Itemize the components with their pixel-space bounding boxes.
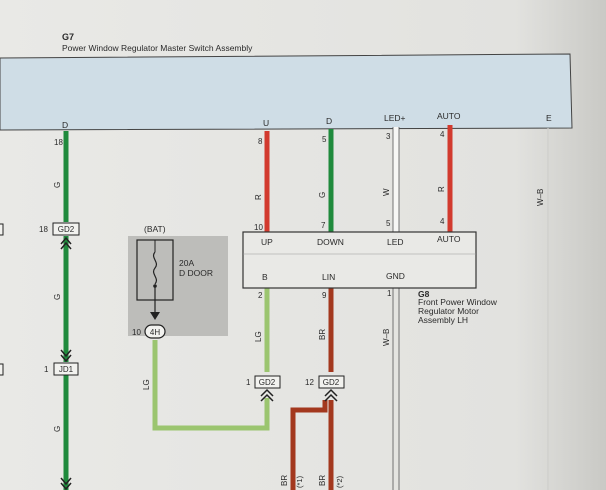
offpage-connector-lower (0, 363, 4, 376)
component-code-g7: G7 (62, 32, 74, 42)
motor-pin-gnd: GND (386, 271, 405, 281)
component-code-g8: G8 (418, 289, 430, 299)
connector-jd1-box (53, 362, 79, 376)
pin-number-4-low: 4 (440, 217, 445, 226)
connector-gd2-left-label: GD2 (58, 225, 75, 234)
pin-number-4-top: 4 (440, 130, 445, 139)
pin-number-8: 8 (258, 137, 263, 146)
pin-number-3: 3 (386, 132, 391, 141)
pin-number-5-low: 5 (386, 219, 391, 228)
fuse-source: (BAT) (144, 224, 166, 234)
motor-pin-up: UP (261, 237, 273, 247)
wire-label-lg-fuse: LG (142, 379, 151, 390)
wire-label-br-bottom-1: BR (280, 475, 289, 486)
pin-label-led-plus: LED+ (384, 113, 406, 123)
wire-label-g-left-2: G (53, 294, 62, 300)
motor-name-line3: Assembly LH (418, 315, 468, 325)
motor-pin-b: B (262, 272, 268, 282)
pin-number-1: 1 (387, 289, 392, 298)
connector-gd2-b-box (254, 375, 281, 389)
wire-label-w-b-far: W–B (536, 189, 545, 206)
connector-bottom-chevron (60, 477, 72, 490)
switch-assembly-band (0, 53, 573, 131)
wire-lg-fuse (152, 340, 270, 431)
wire-label-g-left-3: G (53, 426, 62, 432)
connector-4h-label: 4H (150, 328, 160, 337)
fuse-box-shade (128, 236, 228, 336)
pin-number-9: 9 (322, 291, 327, 300)
motor-pin-down: DOWN (317, 237, 344, 247)
connector-jd1-number: 1 (44, 365, 49, 374)
wire-label-w-led: W (382, 188, 391, 196)
fuse-symbol (152, 251, 158, 285)
pin-number-5-top: 5 (322, 135, 327, 144)
component-name-g7: Power Window Regulator Master Switch Ass… (62, 43, 253, 53)
pin-label-d-left: D (62, 120, 68, 130)
connector-gd2-lin-chevron (324, 388, 338, 402)
fuse-rating: 20A (179, 258, 194, 268)
connector-jd1-chevron (60, 349, 72, 363)
connector-gd2-lin-box (318, 375, 345, 389)
pin-label-faded: E (546, 113, 552, 123)
wire-note-2: (*2) (335, 475, 344, 488)
connector-4h-oval (144, 324, 166, 339)
connector-gd2-b-number: 1 (246, 378, 251, 387)
wire-label-lg-b: LG (254, 331, 263, 342)
wire-label-br-bottom-2: BR (318, 475, 327, 486)
pin-number-18-top: 18 (54, 138, 63, 147)
pin-label-d-mid: D (326, 116, 332, 126)
connector-gd2-left-number: 18 (39, 225, 48, 234)
fuse-name: D DOOR (179, 268, 213, 278)
connector-gd2-b-label: GD2 (259, 378, 276, 387)
wire-label-r-auto: R (437, 186, 446, 192)
pin-label-u: U (263, 118, 269, 128)
pin-number-7: 7 (321, 221, 326, 230)
connector-gd2-lin-label: GD2 (323, 378, 340, 387)
motor-name-line2: Regulator Motor (418, 306, 479, 316)
motor-name-line1: Front Power Window (418, 297, 498, 307)
wire-label-g-down: G (318, 192, 327, 198)
fuse-arrow (150, 312, 160, 320)
connector-gd2-b-chevron (260, 388, 274, 402)
connector-gd2-left-chevron (60, 236, 72, 250)
wire-label-w-b-gnd: W–B (382, 329, 391, 346)
wire-label-br-lin: BR (318, 329, 327, 340)
motor-pin-led: LED (387, 237, 404, 247)
motor-pin-auto: AUTO (437, 234, 461, 244)
pin-number-2: 2 (258, 291, 263, 300)
pin-label-auto: AUTO (437, 111, 461, 121)
motor-pin-lin: LIN (322, 272, 335, 282)
wire-br-branch-1 (290, 400, 328, 490)
connector-gd2-lin-number: 12 (305, 378, 314, 387)
wire-label-r-u: R (254, 194, 263, 200)
pin-number-10: 10 (254, 223, 263, 232)
connector-4h-number: 10 (132, 328, 141, 337)
motor-box (242, 231, 477, 289)
offpage-connector-upper (0, 223, 4, 236)
connector-jd1-label: JD1 (59, 365, 74, 374)
connector-gd2-left-box (52, 222, 80, 236)
wire-label-g-left-1: G (53, 182, 62, 188)
wire-note-1: (*1) (295, 475, 304, 488)
